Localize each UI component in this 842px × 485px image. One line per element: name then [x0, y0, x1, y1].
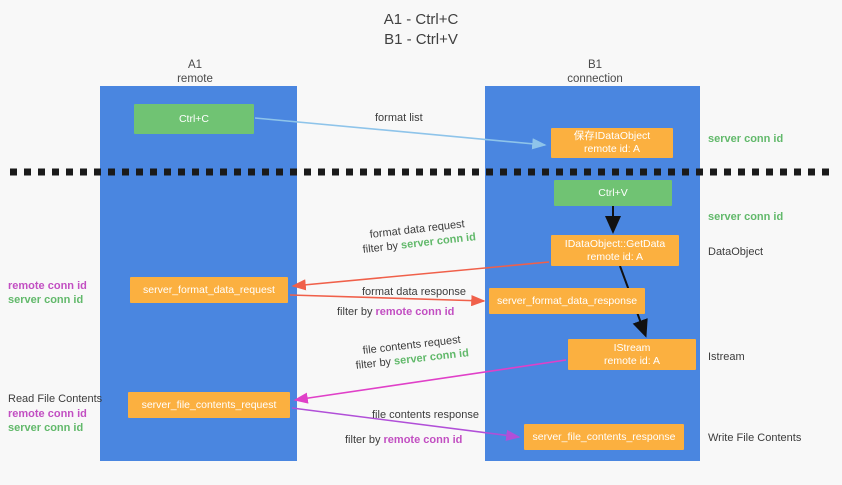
box-ctrl-c[interactable]: Ctrl+C: [134, 104, 254, 134]
box-ctrl-v-label: Ctrl+V: [598, 186, 628, 199]
box-istream-title: IStream: [613, 341, 651, 354]
column-header-b1: B1 connection: [520, 58, 670, 86]
box-ctrl-v[interactable]: Ctrl+V: [554, 180, 672, 206]
left-server-conn-id-1: server conn id: [8, 294, 84, 306]
label-dataobject: DataObject: [708, 246, 764, 258]
box-save-idataobject-title: 保存IDataObject: [573, 130, 651, 142]
column-b1-role: connection: [567, 73, 623, 85]
left-remote-conn-id-1: remote conn id: [8, 280, 87, 292]
left-remote-conn-id-2: remote conn id: [8, 408, 87, 420]
page-title: A1 - Ctrl+C B1 - Ctrl+V: [0, 10, 842, 50]
box-server-format-data-request[interactable]: server_format_data_request: [130, 277, 288, 303]
filter-by-text: filter by: [362, 239, 399, 256]
label-server-conn-id-mid: server conn id: [708, 211, 784, 223]
arrow-file-contents-response: [291, 407, 521, 441]
column-a1-name: A1: [187, 59, 203, 71]
left-annotation-group-1: remote conn id server conn id: [8, 279, 87, 307]
filter-by-text: filter by: [355, 355, 392, 372]
arrow-format-data-request: [291, 261, 550, 291]
label-format-data-response-filter: filter by remote conn id: [337, 305, 454, 319]
box-idataobject-getdata[interactable]: IDataObject::GetData remote id: A: [551, 235, 679, 266]
arrow-format-data-response: [289, 294, 486, 307]
box-istream-remote-id: remote id: A: [603, 354, 661, 367]
box-save-idataobject-remote-id: remote id: A: [583, 143, 641, 155]
label-server-conn-id-top: server conn id: [708, 133, 784, 145]
title-line-2: B1 - Ctrl+V: [384, 31, 458, 48]
filter-by-text: filter by: [345, 434, 381, 446]
box-getdata-remote-id: remote id: A: [586, 250, 644, 263]
box-server-file-contents-response[interactable]: server_file_contents_response: [524, 424, 684, 450]
left-server-conn-id-2: server conn id: [8, 422, 84, 434]
box-ctrl-c-label: Ctrl+C: [178, 112, 210, 125]
column-b1-name: B1: [587, 59, 603, 71]
label-write-file-contents: Write File Contents: [708, 432, 802, 444]
column-a1-role: remote: [177, 73, 213, 85]
box-getdata-title: IDataObject::GetData: [564, 237, 666, 250]
box-server-file-contents-request-label: server_file_contents_request: [141, 398, 277, 411]
box-server-format-data-response[interactable]: server_format_data_response: [489, 288, 645, 314]
filter-remote-conn-id: remote conn id: [383, 434, 463, 446]
column-header-a1: A1 remote: [120, 58, 270, 86]
label-istream: Istream: [708, 351, 745, 363]
title-line-1: A1 - Ctrl+C: [383, 11, 459, 28]
box-server-format-data-request-label: server_format_data_request: [143, 283, 275, 296]
label-read-file-contents: Read File Contents: [8, 393, 103, 405]
box-save-idataobject[interactable]: 保存IDataObject remote id: A: [551, 128, 673, 158]
box-server-file-contents-response-label: server_file_contents_response: [532, 430, 676, 443]
label-format-list: format list: [375, 112, 423, 124]
arrow-file-contents-request: [293, 359, 567, 404]
filter-remote-conn-id: remote conn id: [375, 306, 455, 318]
box-istream[interactable]: IStream remote id: A: [568, 339, 696, 370]
arrow-format-list: [254, 117, 547, 150]
filter-by-text: filter by: [337, 306, 373, 318]
box-server-format-data-response-label: server_format_data_response: [496, 294, 638, 307]
left-annotation-group-2: remote conn id server conn id: [8, 407, 87, 435]
label-format-data-response: format data response: [362, 286, 466, 298]
phase-divider: [10, 168, 832, 176]
box-server-file-contents-request[interactable]: server_file_contents_request: [128, 392, 290, 418]
label-file-contents-response-filter: filter by remote conn id: [345, 433, 462, 447]
label-file-contents-response: file contents response: [372, 409, 480, 421]
